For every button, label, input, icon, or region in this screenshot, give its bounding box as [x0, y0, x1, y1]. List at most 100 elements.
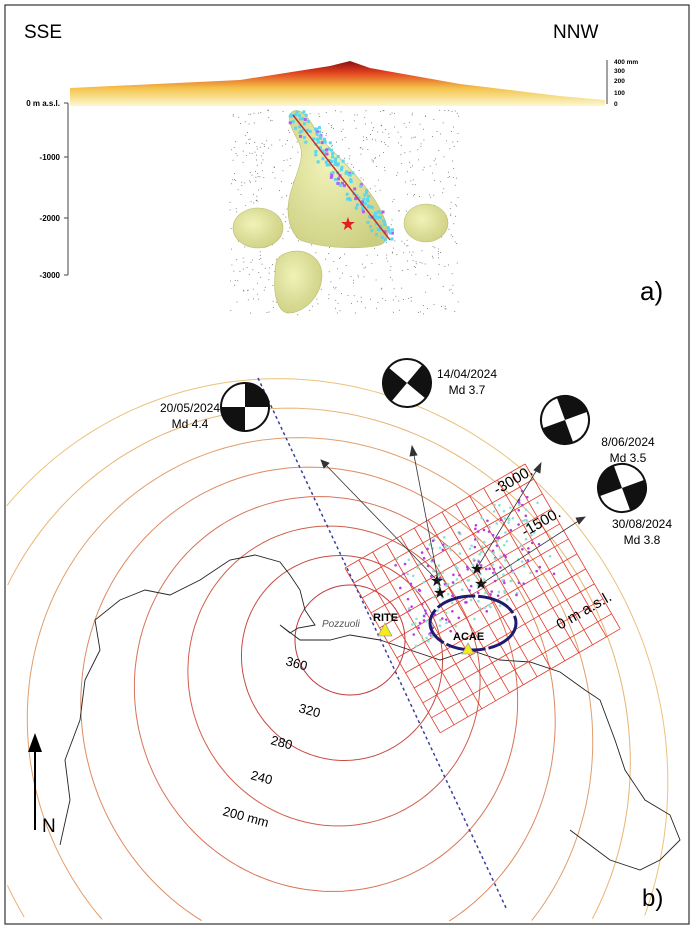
- seismic-point: [268, 279, 270, 281]
- seismic-point: [275, 301, 277, 303]
- seismic-point: [366, 254, 368, 256]
- seismic-point: [261, 162, 263, 164]
- seismic-point: [232, 159, 234, 161]
- epicenter-marker: [515, 593, 518, 597]
- seismic-point: [353, 120, 355, 122]
- earthquake-marker: [306, 128, 310, 132]
- seismic-point: [453, 168, 455, 170]
- seismic-point: [251, 174, 253, 176]
- seismic-point: [437, 273, 439, 275]
- seismic-point: [396, 254, 398, 256]
- seismic-point: [420, 146, 422, 148]
- epicenter-marker: [441, 543, 445, 547]
- seismic-point: [375, 139, 377, 141]
- seismic-point: [235, 141, 237, 143]
- seismic-point: [260, 155, 262, 157]
- seismic-point: [407, 260, 409, 262]
- seismic-point: [250, 113, 252, 115]
- focal-mechanisms: [220, 358, 647, 513]
- earthquake-marker: [390, 231, 394, 235]
- seismic-point: [258, 258, 260, 260]
- seismic-point: [325, 133, 327, 135]
- seismic-point: [340, 111, 342, 113]
- seismic-point: [420, 311, 422, 313]
- seismic-point: [358, 170, 360, 172]
- uplift-tick: 0: [614, 101, 618, 108]
- seismic-point: [284, 220, 286, 222]
- seismic-point: [421, 262, 423, 264]
- epicenter-marker: [468, 589, 471, 592]
- contour-label: 360: [284, 653, 309, 673]
- epicenter-marker: [429, 574, 433, 578]
- seismic-point: [231, 149, 233, 151]
- epicenter-marker: [449, 629, 452, 633]
- epicenter-marker: [418, 589, 422, 592]
- epicenter-marker: [521, 503, 524, 507]
- seismic-point: [434, 247, 436, 249]
- epicenter-marker: [505, 598, 509, 601]
- earthquake-marker: [323, 140, 327, 144]
- epicenter-marker: [424, 619, 428, 623]
- seismic-point: [271, 120, 273, 122]
- seismic-point: [272, 171, 274, 173]
- seismic-point: [282, 213, 284, 215]
- epicenter-marker: [499, 566, 502, 569]
- epicenter-marker: [444, 545, 447, 549]
- earthquake-marker: [293, 126, 297, 130]
- epicenter-marker: [502, 543, 506, 547]
- seismic-point: [252, 269, 254, 271]
- epicenter-marker: [519, 544, 523, 547]
- seismic-point: [336, 312, 338, 314]
- seismic-point: [424, 115, 426, 117]
- seismic-point: [374, 185, 376, 187]
- epicenter-marker: [477, 560, 481, 563]
- epicenter-marker: [527, 547, 530, 550]
- epicenter-marker: [465, 565, 469, 569]
- contour-label: 320: [297, 700, 322, 720]
- epicenter-marker: [469, 584, 473, 588]
- focal-mechanism-icon: [220, 382, 270, 432]
- earthquake-marker: [298, 130, 302, 134]
- mainshock-star-icon: ★: [340, 214, 356, 234]
- seismic-point: [257, 293, 259, 295]
- epicenter-marker: [507, 521, 510, 524]
- epicenter-marker: [489, 605, 492, 609]
- contour-label: 280: [269, 732, 294, 752]
- seismic-point: [380, 288, 382, 290]
- epicenter-marker: [455, 578, 459, 581]
- earthquake-marker: [363, 193, 367, 197]
- seismic-point: [339, 310, 341, 312]
- seismic-point: [410, 300, 412, 302]
- seismic-point: [438, 253, 440, 255]
- seismic-point: [390, 224, 392, 226]
- earthquake-marker: [373, 211, 377, 215]
- seismic-point: [412, 251, 414, 253]
- seismic-point: [331, 145, 333, 147]
- seismic-point: [370, 133, 372, 135]
- seismic-point: [402, 269, 404, 271]
- panel-b: ★ ★ ★ ★ -3000. -1500. 0 m a.s.l. 360 320…: [6, 358, 681, 922]
- earthquake-marker: [376, 227, 380, 231]
- epicenter-marker: [448, 620, 451, 623]
- earthquake-marker: [295, 110, 299, 114]
- seismic-point: [372, 161, 374, 163]
- seismic-point: [250, 261, 252, 263]
- seismic-point: [331, 144, 333, 146]
- focal-mechanism-icon: [597, 463, 647, 513]
- seismic-point: [253, 122, 255, 124]
- earthquake-marker: [315, 127, 319, 131]
- seismic-point: [233, 173, 235, 175]
- earthquake-marker: [297, 113, 301, 117]
- seismic-point: [405, 126, 407, 128]
- epicenter-marker: [499, 518, 503, 522]
- earthquake-marker: [339, 183, 343, 187]
- earthquake-marker: [323, 151, 327, 155]
- earthquake-marker: [359, 184, 363, 188]
- seismic-point: [342, 139, 344, 141]
- mechanism-date: 14/04/2024: [437, 367, 497, 381]
- epicenter-marker: [552, 572, 556, 576]
- seismic-point: [435, 163, 437, 165]
- seismic-point: [450, 288, 452, 290]
- coastline: [59, 554, 681, 871]
- earthquake-marker: [351, 171, 355, 175]
